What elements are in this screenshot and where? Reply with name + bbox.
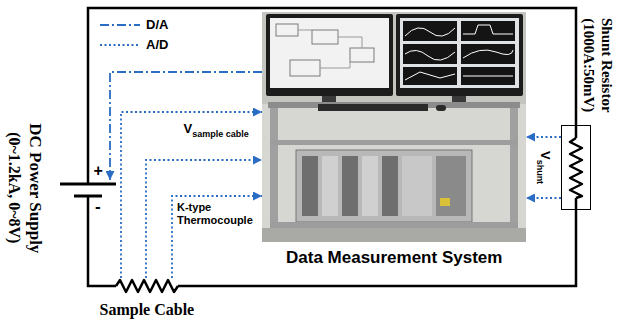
- subscript-text: sample cable: [192, 129, 249, 139]
- instrument-module: [302, 156, 318, 216]
- monitor-frame: [266, 14, 393, 96]
- plot-wave: [463, 76, 513, 77]
- legend-line-sample: [100, 24, 140, 26]
- screen-wire: [298, 30, 362, 68]
- system-label: Data Measurement System: [286, 249, 502, 268]
- plot-panel: [403, 44, 457, 64]
- instrument-module: [382, 156, 398, 216]
- cable-label: Sample Cable: [100, 301, 195, 319]
- plot-panel: [461, 67, 515, 85]
- instrument-module: [436, 156, 466, 216]
- legend-line-sample: [100, 44, 140, 46]
- plot-wave: [463, 25, 513, 34]
- rack-post: [270, 108, 278, 230]
- rack-post: [510, 108, 518, 230]
- plot-panel: [461, 44, 515, 64]
- rack-shelf: [270, 222, 518, 228]
- battery-symbol: DC Power Supply(0~1.2kA, 0~8V): [60, 180, 116, 200]
- signal-label: K-type Thermocouple: [177, 201, 265, 226]
- instrument-module: [322, 156, 338, 216]
- plot-wave: [405, 72, 455, 80]
- circuit-wires: [60, 8, 582, 292]
- supply-label: DC Power Supply: [26, 123, 45, 253]
- shunt-rating: (1000A:50mV): [581, 18, 598, 112]
- plot-panel: [461, 21, 515, 41]
- monitor-stand: [322, 96, 336, 102]
- wire: [88, 8, 576, 184]
- instrument-chassis: [296, 150, 472, 222]
- keyboard: [318, 104, 428, 111]
- equipment-photo: [262, 12, 526, 242]
- label-text: V: [184, 121, 193, 136]
- resistor-symbol: [570, 138, 582, 198]
- control-signal-line: [110, 72, 262, 180]
- resistor-symbol: [116, 280, 178, 292]
- voltage-label: Vshunt: [534, 150, 555, 183]
- label-text: +: [94, 162, 103, 179]
- label-text: V: [538, 150, 553, 159]
- measurement-system: Data Measurement System: [262, 12, 526, 242]
- screen-block: [350, 48, 374, 62]
- mouse: [436, 105, 446, 111]
- instrument-module: [342, 156, 358, 216]
- screen-block: [290, 60, 320, 76]
- plot-wave: [405, 50, 455, 60]
- monitor-screen: [270, 18, 389, 88]
- plot-panel: [403, 67, 457, 85]
- plot-wave: [405, 28, 455, 36]
- legend-label: A/D: [146, 38, 168, 52]
- photo-floor: [262, 228, 526, 242]
- terminal-sign: -: [95, 198, 101, 217]
- label-text: -: [95, 197, 101, 216]
- plot-wave: [463, 50, 513, 58]
- photo-ground: [262, 12, 526, 242]
- monitor-screen: [400, 18, 519, 88]
- photo-wall: [262, 12, 526, 104]
- monitor-stand: [452, 96, 466, 102]
- shunt-label: Shunt Resistor: [598, 17, 615, 112]
- measurement-signal-line: [526, 197, 561, 199]
- legend-label: D/A: [146, 18, 168, 32]
- subscript-text: shunt: [534, 159, 544, 184]
- terminal-sign: +: [94, 162, 103, 180]
- voltage-label: Vsample cable: [184, 119, 249, 140]
- screen-block: [312, 30, 338, 44]
- screen-block: [276, 24, 298, 36]
- device-part: [440, 198, 450, 206]
- plot-panel: [403, 21, 457, 41]
- rack-shelf: [270, 140, 518, 145]
- wire: [178, 198, 576, 286]
- instrument-module: [362, 156, 378, 216]
- shunt-resistor-box: Shunt Resistor(1000A:50mV): [561, 125, 591, 210]
- sample-cable-resistor: Sample Cable: [116, 278, 178, 294]
- wire: [88, 196, 116, 286]
- monitor-frame: [396, 14, 523, 96]
- supply-rating: (0~1.2kA, 0~8V): [5, 132, 23, 243]
- instrument-module: [402, 156, 432, 216]
- battery-plate: [60, 183, 116, 186]
- measurement-signal-line: [526, 136, 561, 138]
- measurement-signal-line: [121, 112, 262, 278]
